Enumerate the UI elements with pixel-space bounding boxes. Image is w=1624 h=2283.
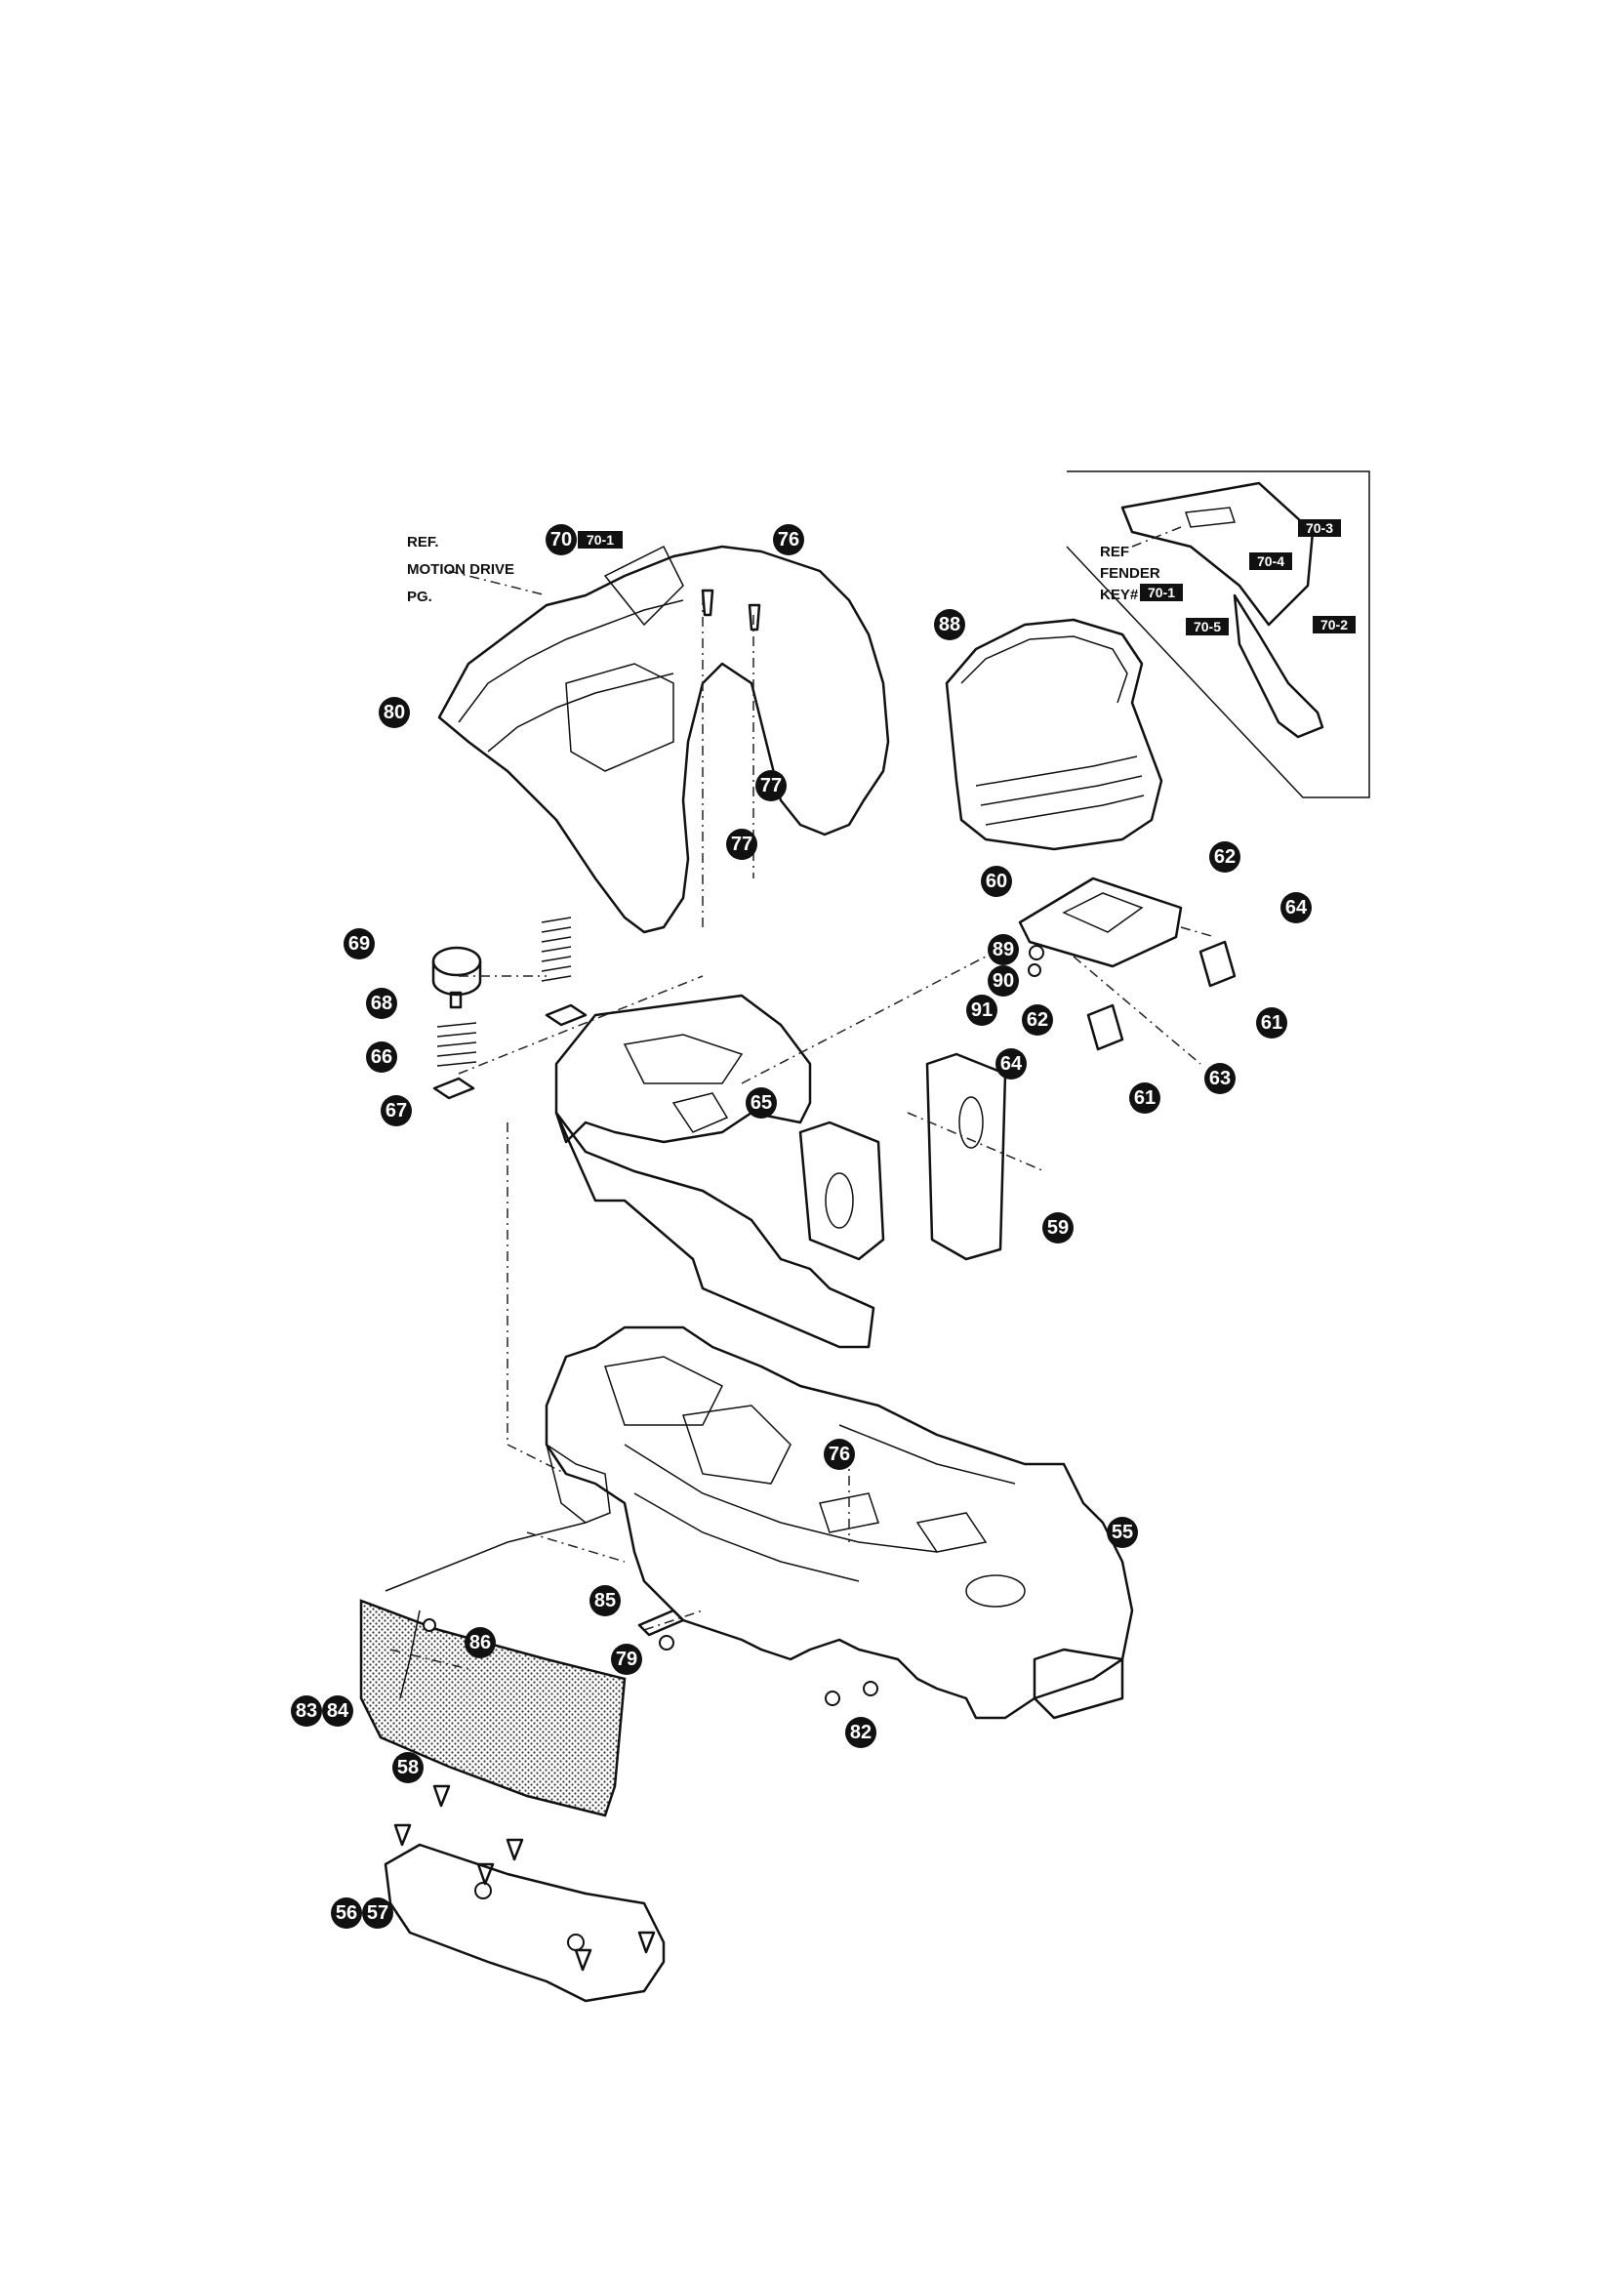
svg-text:79: 79	[616, 1649, 637, 1670]
seat	[945, 618, 1163, 851]
callout-64-top: 64	[1280, 892, 1312, 923]
svg-text:90: 90	[993, 970, 1014, 992]
front-panel	[359, 1522, 627, 1817]
svg-text:58: 58	[397, 1757, 419, 1778]
callout-69: 69	[344, 928, 375, 959]
svg-text:70-4: 70-4	[1257, 553, 1284, 569]
fender-ref-line-3: KEY#	[1100, 587, 1139, 603]
svg-text:91: 91	[971, 999, 993, 1021]
callout-61-right: 61	[1256, 1007, 1287, 1039]
ref-line-2: MOTION DRIVE	[407, 561, 514, 578]
callout-66: 66	[366, 1041, 397, 1073]
callout-57: 57	[362, 1897, 393, 1929]
motion-drive-reference: REF. MOTION DRIVE PG.	[407, 534, 514, 605]
svg-text:61: 61	[1261, 1012, 1282, 1034]
seat-bracket	[1018, 877, 1237, 1051]
callout-85: 85	[589, 1585, 621, 1616]
fender-reference: REF FENDER KEY#	[1100, 544, 1160, 603]
fender	[437, 545, 890, 934]
svg-text:77: 77	[760, 775, 782, 796]
svg-text:70-1: 70-1	[587, 532, 614, 548]
callout-61-mid: 61	[1129, 1082, 1160, 1114]
ref-line-1: REF.	[407, 534, 439, 550]
callout-84: 84	[322, 1695, 353, 1727]
callout-86: 86	[465, 1627, 496, 1658]
svg-text:70-3: 70-3	[1306, 520, 1333, 536]
rear-support	[554, 994, 1007, 1349]
svg-text:83: 83	[296, 1700, 317, 1722]
svg-text:60: 60	[986, 871, 1007, 892]
callout-60: 60	[981, 866, 1012, 897]
svg-text:70: 70	[550, 529, 572, 550]
svg-text:56: 56	[336, 1902, 357, 1924]
svg-text:62: 62	[1027, 1009, 1048, 1031]
callout-63: 63	[1204, 1063, 1236, 1094]
callout-76-frame: 76	[824, 1439, 855, 1470]
svg-text:76: 76	[829, 1444, 850, 1465]
main-frame	[545, 1325, 1134, 1720]
svg-text:88: 88	[939, 614, 960, 635]
svg-text:57: 57	[367, 1902, 388, 1924]
callout-64-mid: 64	[995, 1048, 1027, 1080]
svg-text:64: 64	[1285, 897, 1308, 918]
callout-77-left: 77	[726, 829, 757, 860]
svg-text:61: 61	[1134, 1087, 1156, 1109]
svg-text:89: 89	[993, 939, 1014, 960]
key-box-70-4: 70-4	[1249, 552, 1292, 570]
svg-text:63: 63	[1209, 1068, 1231, 1089]
leader-lines	[389, 526, 1216, 1670]
callout-83: 83	[291, 1695, 322, 1727]
key-box-top: 70-1	[578, 531, 623, 549]
svg-text:67: 67	[386, 1100, 407, 1121]
svg-text:70-1: 70-1	[1148, 585, 1175, 600]
svg-text:64: 64	[1000, 1053, 1023, 1075]
svg-text:68: 68	[371, 993, 392, 1014]
svg-text:55: 55	[1112, 1522, 1133, 1543]
fender-ref-line-1: REF	[1100, 544, 1129, 560]
key-box-fender: 70-1	[1140, 584, 1183, 601]
key-box-70-2: 70-2	[1313, 616, 1356, 633]
callout-62-top: 62	[1209, 841, 1240, 873]
callout-77-right: 77	[755, 770, 787, 801]
svg-text:85: 85	[594, 1590, 616, 1611]
key-box-70-5: 70-5	[1186, 618, 1229, 635]
callout-91: 91	[966, 995, 997, 1026]
svg-text:86: 86	[469, 1632, 491, 1653]
fender-inset	[1066, 470, 1370, 798]
callout-82: 82	[845, 1717, 876, 1748]
svg-text:59: 59	[1047, 1217, 1069, 1239]
callout-67: 67	[381, 1095, 412, 1126]
callout-62-mid: 62	[1022, 1004, 1053, 1036]
callout-90: 90	[988, 965, 1019, 997]
svg-text:77: 77	[731, 834, 752, 855]
svg-text:76: 76	[778, 529, 799, 550]
ref-line-3: PG.	[407, 589, 432, 605]
svg-text:65: 65	[751, 1092, 772, 1114]
callout-58: 58	[392, 1752, 424, 1783]
callout-76-top: 76	[773, 524, 804, 555]
svg-text:69: 69	[348, 933, 370, 955]
callout-70: 70	[546, 524, 577, 555]
callout-55: 55	[1107, 1517, 1138, 1548]
svg-text:66: 66	[371, 1046, 392, 1068]
callout-80: 80	[379, 697, 410, 728]
svg-text:62: 62	[1214, 846, 1236, 868]
svg-text:70-2: 70-2	[1320, 617, 1348, 632]
callout-79: 79	[611, 1644, 642, 1675]
callout-56: 56	[331, 1897, 362, 1929]
svg-text:82: 82	[850, 1722, 872, 1743]
svg-text:84: 84	[327, 1700, 349, 1722]
svg-text:70-5: 70-5	[1194, 619, 1221, 634]
callout-88: 88	[934, 609, 965, 640]
hardware	[393, 589, 1044, 1972]
callout-59: 59	[1042, 1212, 1074, 1243]
callout-68: 68	[366, 988, 397, 1019]
key-box-70-3: 70-3	[1298, 519, 1341, 537]
svg-text:80: 80	[384, 702, 405, 723]
callout-65: 65	[746, 1087, 777, 1119]
callout-89: 89	[988, 934, 1019, 965]
lower-plate	[384, 1843, 666, 2003]
fender-ref-line-2: FENDER	[1100, 565, 1160, 582]
